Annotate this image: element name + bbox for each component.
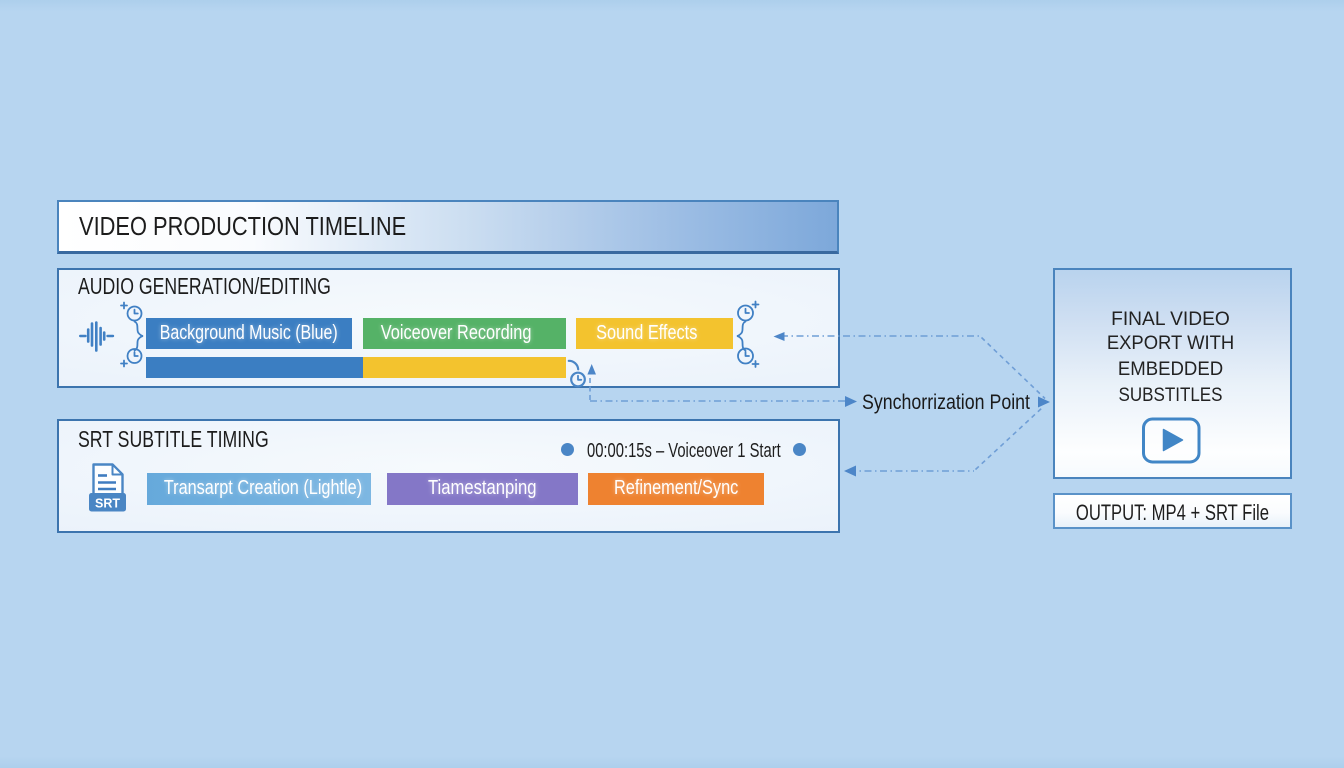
svg-text:SRT: SRT	[95, 497, 120, 511]
